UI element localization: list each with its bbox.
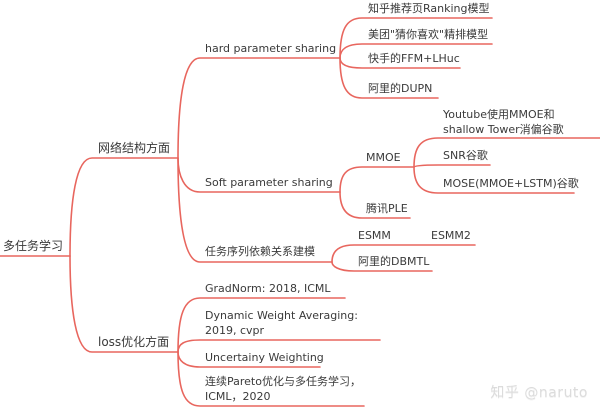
node-gradnorm[interactable]: GradNorm: 2018, ICML [205, 282, 331, 295]
node-hard-parameter-sharing[interactable]: hard parameter sharing [205, 42, 337, 55]
node-mose[interactable]: MOSE(MMOE+LSTM)谷歌 [443, 177, 579, 190]
node-uncertainty-weighting[interactable]: Uncertainy Weighting [205, 351, 324, 364]
node-dynamic-weight-averaging[interactable]: Dynamic Weight Averaging: 2019, cvpr [205, 309, 358, 337]
branch-loss-optimization[interactable]: loss优化方面 [98, 335, 170, 349]
node-ali-dupn[interactable]: 阿里的DUPN [368, 82, 433, 95]
watermark: 知乎 @naruto [490, 385, 588, 401]
node-youtube-mmoe[interactable]: Youtube使用MMOE和shallow Tower消偏谷歌 [443, 108, 564, 136]
branch-network-structure[interactable]: 网络结构方面 [98, 141, 171, 155]
node-tencent-ple[interactable]: 腾讯PLE [366, 202, 408, 215]
root-node[interactable]: 多任务学习 [3, 239, 64, 253]
node-mmoe[interactable]: MMOE [366, 151, 401, 164]
node-task-sequence-dependency[interactable]: 任务序列依赖关系建模 [205, 245, 315, 258]
node-soft-parameter-sharing[interactable]: Soft parameter sharing [205, 176, 333, 189]
node-ali-dbmtl[interactable]: 阿里的DBMTL [358, 255, 430, 268]
node-zhihu-ranking[interactable]: 知乎推荐页Ranking模型 [368, 2, 490, 15]
node-kuaishou-ffm[interactable]: 快手的FFM+LHuc [368, 52, 460, 65]
node-esmm[interactable]: ESMM [358, 229, 391, 242]
node-esmm2[interactable]: ESMM2 [431, 229, 471, 242]
node-snr[interactable]: SNR谷歌 [443, 149, 488, 162]
node-pareto-mtl[interactable]: 连续Pareto优化与多任务学习，ICML，2020 [205, 375, 361, 403]
node-meituan-ranking[interactable]: 美团"猜你喜欢"精排模型 [368, 28, 489, 41]
